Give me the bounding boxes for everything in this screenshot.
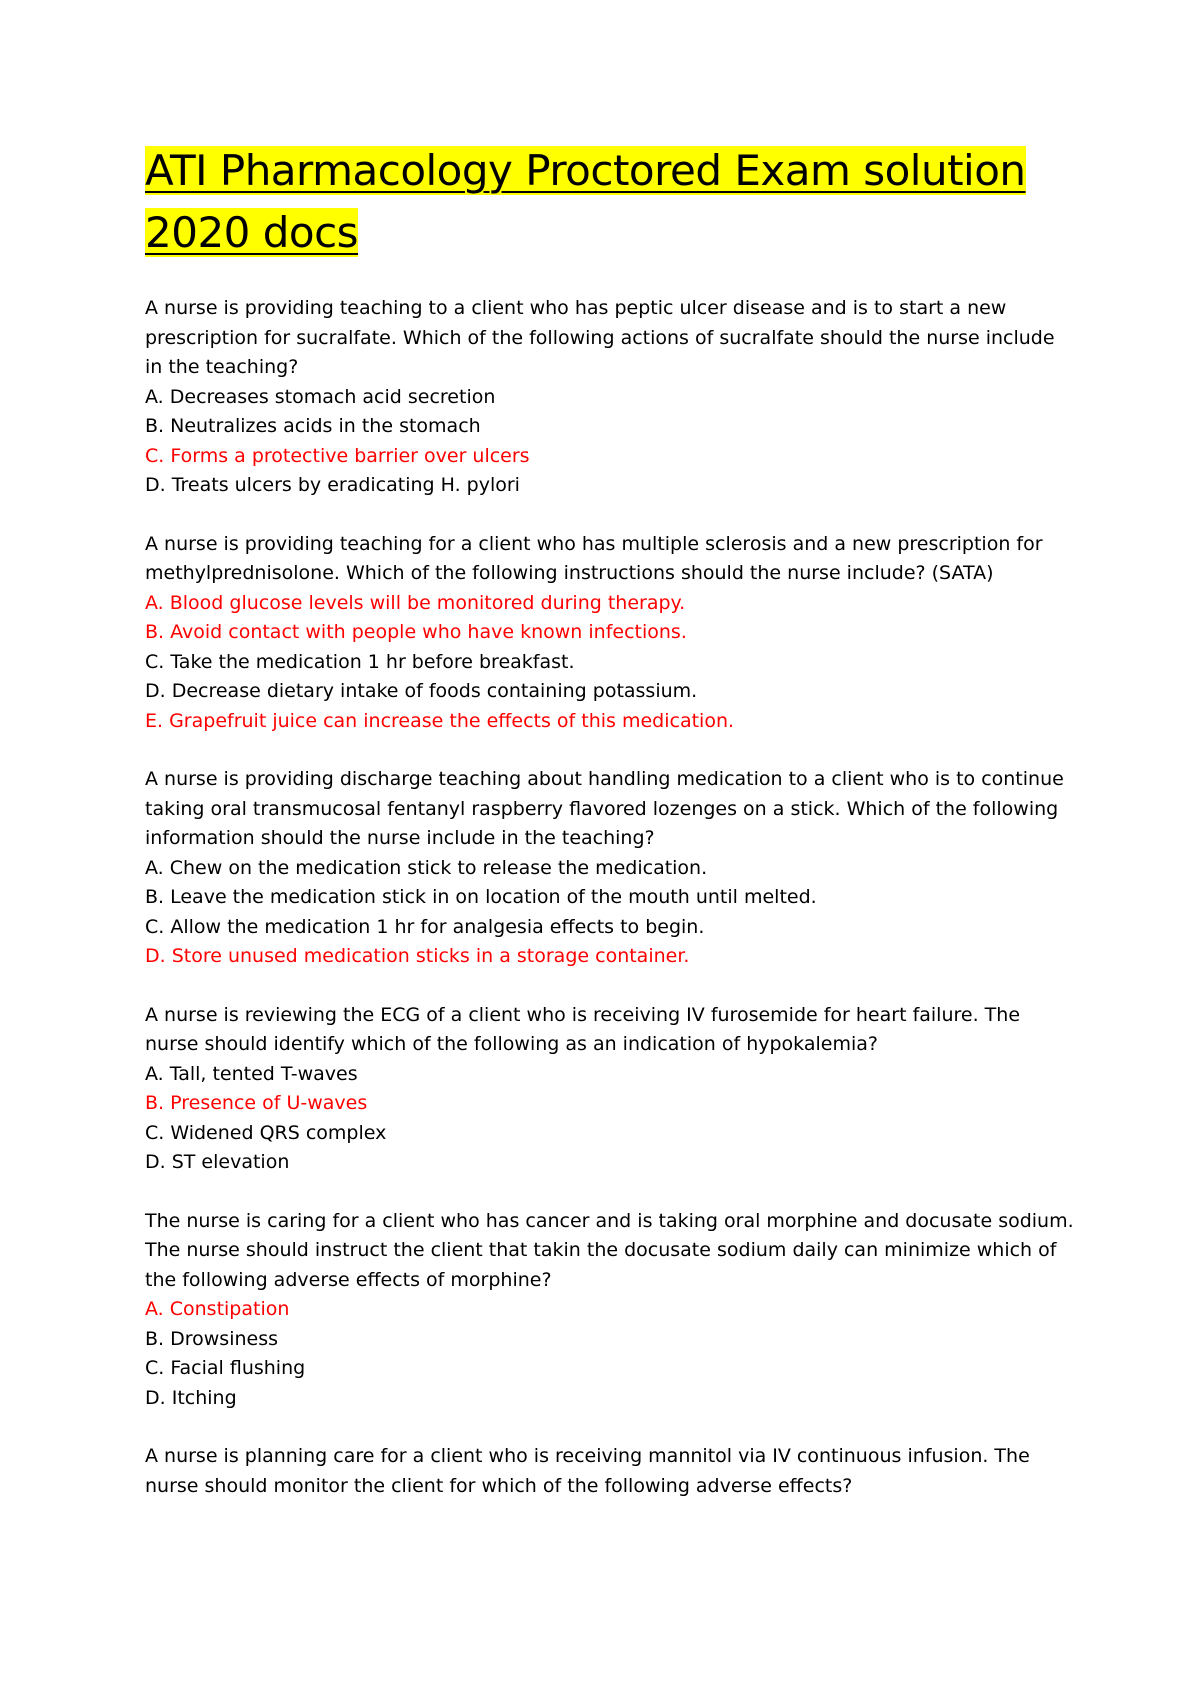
question-stem: The nurse is caring for a client who has… [145, 1209, 1074, 1291]
question-block: A nurse is providing teaching for a clie… [145, 530, 1075, 737]
question-stem: A nurse is providing discharge teaching … [145, 768, 1064, 849]
answer-option-correct: D. Store unused medication sticks in a s… [145, 945, 690, 967]
question-block: A nurse is providing discharge teaching … [145, 765, 1075, 972]
question-block: The nurse is caring for a client who has… [145, 1207, 1075, 1414]
question-stem: A nurse is planning care for a client wh… [145, 1445, 1030, 1497]
answer-option: B. Drowsiness [145, 1327, 279, 1350]
question-stem: A nurse is providing teaching for a clie… [145, 532, 1043, 585]
answer-option: A. Decreases stomach acid secretion [145, 385, 496, 408]
question-block: A nurse is providing teaching to a clien… [145, 294, 1075, 501]
answer-option: D. Itching [145, 1386, 237, 1409]
answer-option-correct: A. Blood glucose levels will be monitore… [145, 591, 686, 614]
question-list: A nurse is providing teaching to a clien… [145, 294, 1075, 1501]
answer-option-correct: E. Grapefruit juice can increase the eff… [145, 709, 735, 732]
answer-option: D. Decrease dietary intake of foods cont… [145, 680, 698, 702]
answer-option-correct: B. Presence of U-waves [145, 1092, 368, 1114]
answer-option-correct: C. Forms a protective barrier over ulcer… [145, 444, 530, 467]
question-stem: A nurse is reviewing the ECG of a client… [145, 1003, 1021, 1056]
answer-option: C. Allow the medication 1 hr for analges… [145, 915, 705, 938]
document-title-text: ATI Pharmacology Proctored Exam solution… [145, 146, 1026, 257]
question-stem: A nurse is providing teaching to a clien… [145, 297, 1055, 378]
document-page: ATI Pharmacology Proctored Exam solution… [145, 140, 1075, 1530]
answer-option: C. Take the medication 1 hr before break… [145, 650, 575, 673]
answer-options: A. Decreases stomach acid secretion B. Ne… [145, 383, 1075, 501]
answer-option: B. Neutralizes acids in the stomach [145, 415, 481, 437]
answer-option-correct: B. Avoid contact with people who have kn… [145, 621, 687, 643]
answer-option: C. Facial flushing [145, 1357, 306, 1379]
question-block: A nurse is reviewing the ECG of a client… [145, 1001, 1075, 1178]
answer-option-correct: A. Constipation [145, 1298, 290, 1320]
answer-options: A. Chew on the medication stick to relea… [145, 854, 1075, 972]
answer-options: A. Blood glucose levels will be monitore… [145, 589, 1075, 737]
answer-option: C. Widened QRS complex [145, 1121, 387, 1144]
answer-option: D. ST elevation [145, 1151, 290, 1173]
question-block: A nurse is planning care for a client wh… [145, 1442, 1075, 1501]
document-title: ATI Pharmacology Proctored Exam solution… [145, 140, 1075, 264]
answer-options: A. Tall, tented T-waves B. Presence of U-… [145, 1060, 1075, 1178]
answer-options: A. Constipation B. Drowsiness C. Facial fl… [145, 1295, 1075, 1413]
answer-option: A. Tall, tented T-waves [145, 1062, 358, 1085]
answer-option: A. Chew on the medication stick to relea… [145, 856, 708, 879]
answer-option: D. Treats ulcers by eradicating H. pylor… [145, 474, 520, 496]
answer-option: B. Leave the medication stick in on loca… [145, 886, 817, 908]
